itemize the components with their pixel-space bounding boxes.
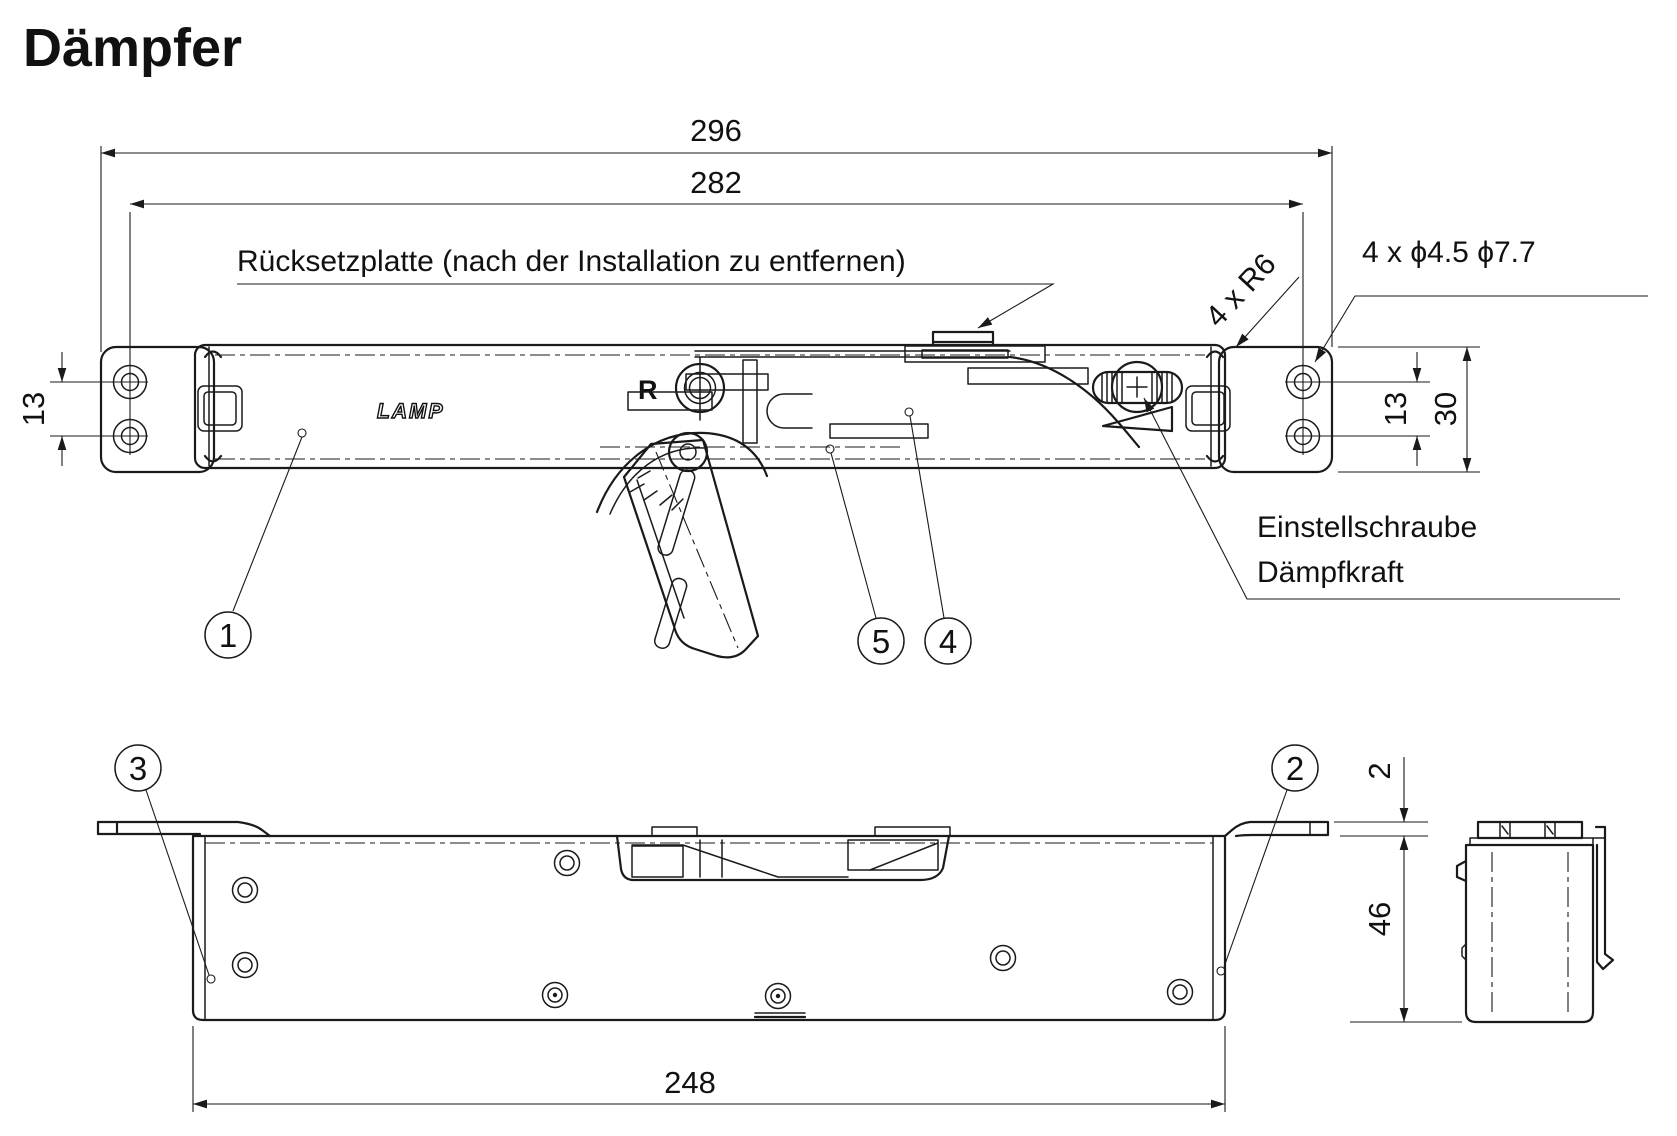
reset-plate-leader: [237, 283, 1056, 329]
housing-outline: [193, 343, 1227, 470]
top-view: LAMP R: [16, 113, 1648, 665]
dim-bracket-height: 30: [1338, 346, 1480, 473]
svg-text:13: 13: [16, 392, 51, 426]
label-radius-note: 4 x R6: [1199, 248, 1282, 334]
dim-housing-height: 46: [1350, 836, 1462, 1023]
callout-1: [204, 611, 252, 659]
callout-4: [924, 617, 972, 665]
mechanism-front: [615, 826, 951, 882]
callout-3-anchor: [206, 974, 216, 984]
dim-overall-length: 296: [100, 113, 1333, 352]
callout-5-anchor: [825, 444, 835, 454]
label-adjust-screw-2: Dämpfkraft: [1257, 556, 1404, 589]
adjust-screw-leader: [1143, 397, 1620, 600]
radius-note-leader: [1235, 276, 1300, 348]
callout-5: [857, 617, 905, 665]
dim-housing-length: 248: [192, 1026, 1226, 1112]
end-view: [1455, 820, 1615, 1024]
body-outline: [191, 834, 1227, 1022]
callout-4-anchor: [904, 407, 914, 417]
svg-text:4: 4: [939, 623, 957, 660]
label-reset-plate: Rücksetzplatte (nach der Installation zu…: [237, 245, 906, 278]
callout-2-anchor: [1216, 966, 1226, 976]
mounting-holes: [112, 364, 1321, 454]
label-holes-note: 4 x ϕ4.5 ϕ7.7: [1362, 236, 1536, 269]
holes-note-leader: [1314, 295, 1648, 363]
svg-text:282: 282: [690, 165, 742, 200]
callout-1-anchor: [297, 428, 307, 438]
callout-3: [114, 744, 162, 792]
r-mark: R: [638, 375, 658, 405]
svg-text:2: 2: [1286, 750, 1304, 787]
svg-text:248: 248: [664, 1065, 716, 1100]
svg-text:296: 296: [690, 113, 742, 148]
svg-text:3: 3: [129, 750, 147, 787]
left-bracket: [99, 345, 216, 474]
housing-centerlines: [215, 354, 1205, 460]
end-body: [1464, 843, 1595, 1024]
svg-text:46: 46: [1362, 902, 1397, 936]
housing-end-lines: [208, 346, 1212, 467]
front-view: 3 2 248 2 46: [96, 744, 1462, 1112]
reset-plate-tab: [931, 330, 995, 347]
right-flange: [1223, 820, 1330, 838]
rivets: [231, 849, 1194, 1010]
latch-mechanism: [595, 345, 1141, 659]
end-bracket-flap: [1594, 825, 1615, 971]
damper-flap: [622, 438, 760, 659]
end-top-rail: [1476, 820, 1584, 840]
svg-text:30: 30: [1428, 392, 1463, 426]
svg-text:2: 2: [1362, 762, 1397, 779]
svg-text:13: 13: [1378, 392, 1413, 426]
right-hook-tab: [1185, 385, 1231, 432]
svg-text:5: 5: [872, 623, 890, 660]
svg-text:1: 1: [219, 617, 237, 654]
dim-plate-thickness: 2: [1334, 757, 1428, 837]
lamp-logo: LAMP: [377, 400, 445, 423]
dim-right-hole-pitch: 13: [1321, 352, 1430, 466]
callout-2: [1271, 744, 1319, 792]
page-title: Dämpfer: [23, 18, 242, 78]
label-adjust-screw-1: Einstellschraube: [1257, 511, 1477, 544]
force-indicator-wedge: [1101, 405, 1174, 433]
adjustment-screw: [1091, 360, 1184, 433]
end-left-hook: [1455, 859, 1468, 883]
dim-left-hole-pitch: 13: [16, 352, 113, 466]
left-hook-tab: [197, 385, 243, 432]
dim-hole-span: 282: [129, 165, 1304, 455]
left-flange: [96, 820, 272, 838]
right-bracket: [1217, 345, 1334, 474]
